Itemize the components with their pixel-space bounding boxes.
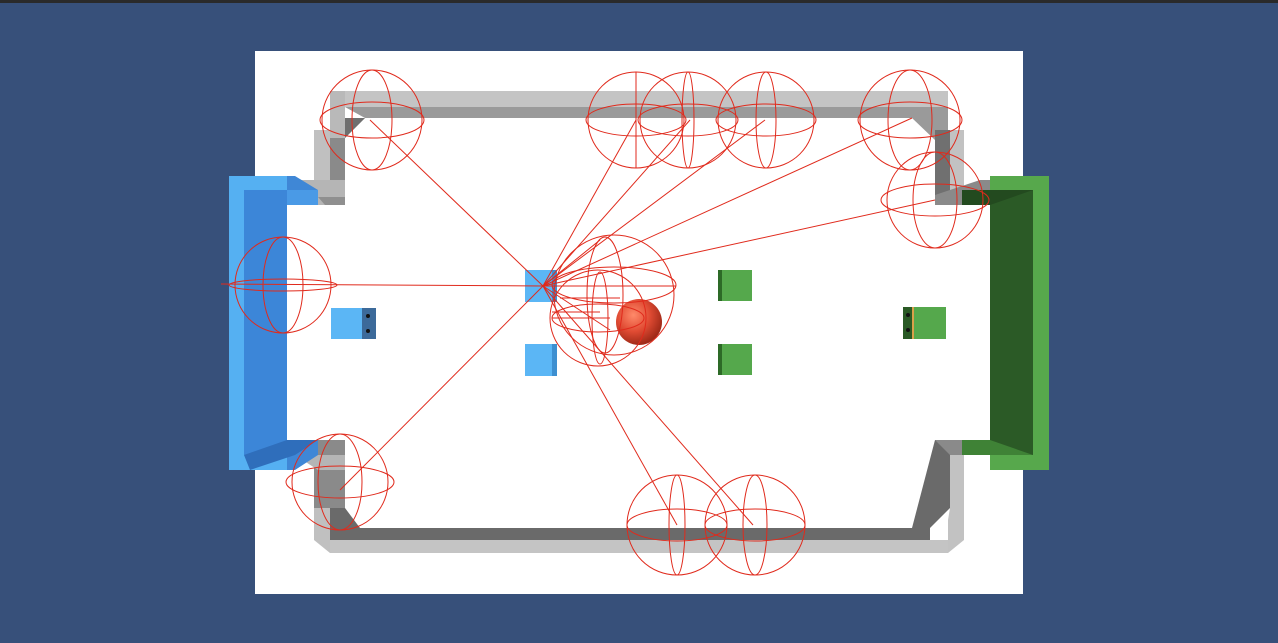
blue-agent[interactable] [331,308,376,339]
top-wall [330,91,948,118]
top-left-wall [295,91,365,205]
green-agent[interactable] [718,270,752,301]
blue-agent[interactable] [525,344,557,376]
wire-sphere-icon [228,69,990,576]
green-goal [962,176,1049,470]
soccer-ball[interactable] [616,299,662,345]
raycast-rays [220,117,936,526]
blue-goal [229,176,318,470]
bottom-wall [330,528,948,553]
green-agent[interactable] [903,307,946,339]
green-agent[interactable] [718,344,752,375]
editor-top-bar [0,0,1278,3]
